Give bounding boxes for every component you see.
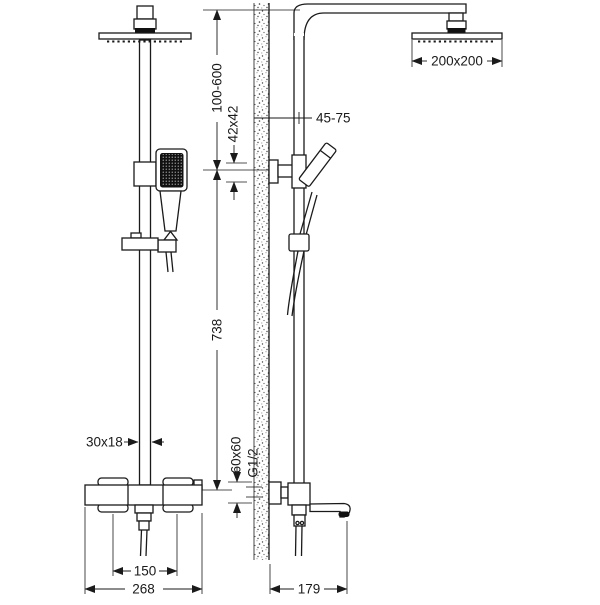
mixer-outlet-front — [134, 504, 154, 514]
rain-shower-head-front — [98, 32, 192, 40]
mixer-hose-front — [139, 529, 143, 557]
hose-nut-side — [293, 514, 306, 527]
wall-section — [253, 3, 270, 560]
hand-shower-handle — [159, 190, 182, 232]
hose-side — [286, 250, 299, 316]
hose-nut-front — [157, 239, 177, 253]
inlet-nipple-side — [280, 486, 289, 499]
overhead-joint-side — [446, 12, 467, 34]
dim-column-height: 738 — [210, 319, 225, 342]
mixer-side — [268, 481, 351, 557]
dim-escutcheon-size: 60x60 — [229, 437, 244, 474]
dim-spout-reach: 179 — [298, 582, 321, 597]
dim-thread-size: G1/2 — [246, 448, 261, 477]
hand-shower-front — [155, 148, 188, 273]
hand-shower-spray-face — [160, 153, 184, 188]
mixer-hose-side — [294, 525, 297, 557]
slider-bracket-side — [288, 233, 310, 252]
dim-drop-height: 100-600 — [210, 63, 225, 113]
dim-inlet-spacing: 150 — [134, 564, 157, 579]
dim-mixer-width: 268 — [132, 582, 155, 597]
wall-bracket-side — [268, 154, 307, 189]
hand-shower-side — [298, 142, 337, 236]
hose-cone — [162, 230, 179, 241]
slider-bracket-front — [121, 232, 159, 251]
dim-head-size: 200x200 — [431, 54, 483, 69]
rain-shower-head-side — [411, 32, 503, 40]
riser-column-front — [138, 39, 152, 486]
wall-hatching — [254, 3, 269, 560]
dim-rail-profile: 30x18 — [86, 435, 123, 450]
mixer-body-front — [84, 484, 203, 506]
shower-arm-side — [293, 3, 467, 41]
mixer-body-side — [287, 482, 311, 506]
dim-bracket-plate: 42x42 — [226, 106, 241, 143]
dim-wall-offset: 45-75 — [316, 111, 351, 126]
dimension-annotations: 100-600 738 42x42 45-75 200x200 30x18 60… — [84, 9, 503, 597]
side-view — [268, 3, 503, 557]
overhead-joint-front — [133, 5, 157, 34]
hose-front — [165, 251, 169, 273]
spout-outlet — [338, 511, 350, 517]
bracket-plate-side — [268, 159, 279, 184]
escutcheon-side — [268, 481, 282, 505]
front-view — [84, 5, 203, 557]
mixer-front — [84, 477, 203, 557]
